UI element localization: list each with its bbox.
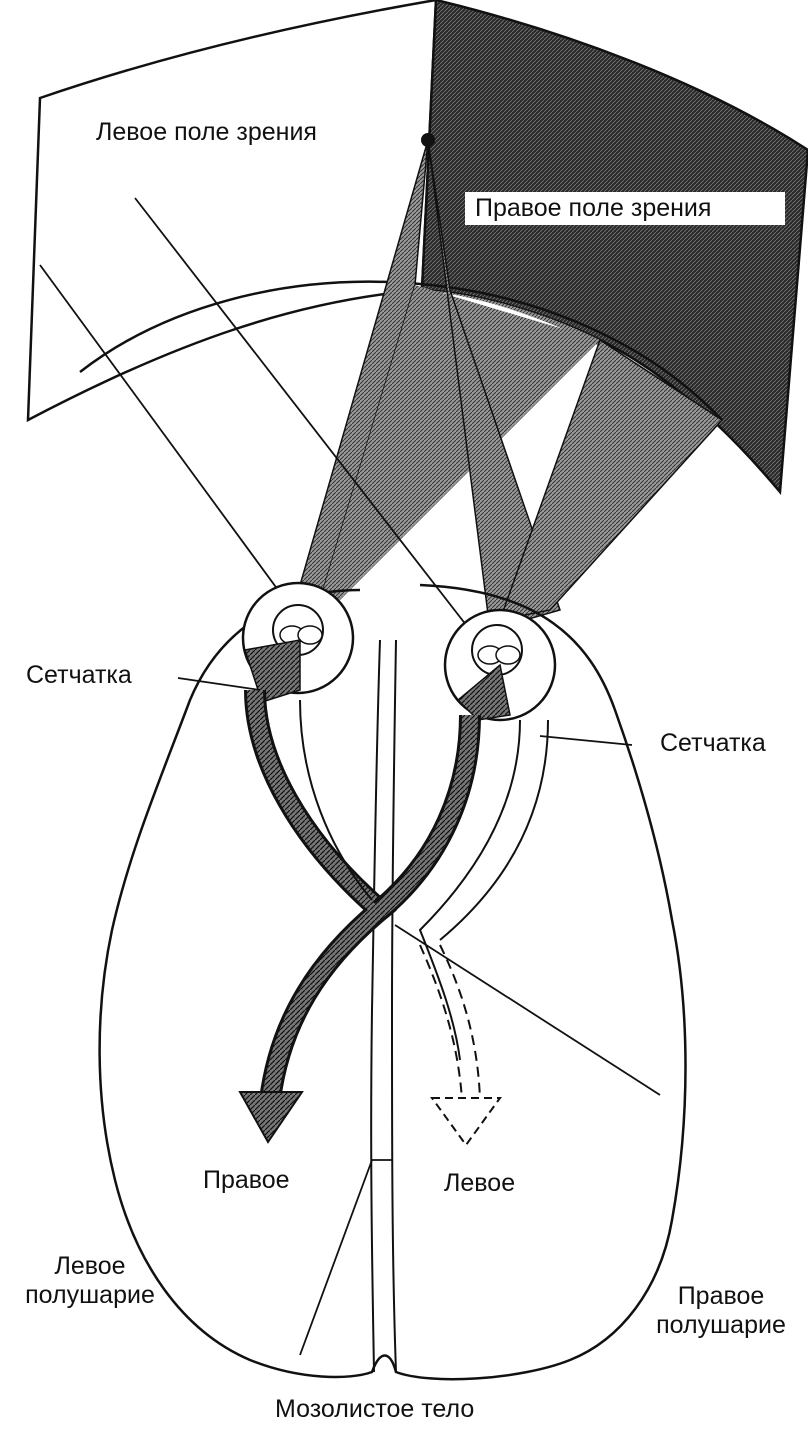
left-pathway-dashed-arrow-2: [440, 945, 480, 1100]
left-hemisphere-line2: полушарие: [10, 1281, 170, 1310]
left-retina-pointer: [178, 678, 260, 690]
right-pathway-arrowhead: [240, 1092, 302, 1142]
corpus-callosum-label: Мозолистое тело: [275, 1395, 474, 1424]
left-pathway-dashed-arrow: [420, 945, 462, 1100]
right-hemisphere-label: Правое полушарие: [646, 1282, 796, 1340]
left-visual-field-label: Левое поле зрения: [96, 118, 317, 147]
left-hemisphere-line1: Левое: [10, 1252, 170, 1281]
midline-fissure: [371, 640, 380, 1372]
right-hemisphere-line2: полушарие: [646, 1311, 796, 1340]
fixation-point: [421, 133, 435, 147]
left-pathway-label: Левое: [444, 1169, 515, 1198]
left-hemisphere-label: Левое полушарие: [10, 1252, 170, 1310]
right-hemisphere-pointer: [395, 925, 660, 1095]
left-pathway-arrowhead: [432, 1098, 500, 1145]
left-retina-label: Сетчатка: [26, 661, 132, 690]
right-pathway-label: Правое: [203, 1166, 290, 1195]
right-retina-label: Сетчатка: [660, 729, 766, 758]
right-retina-pointer: [540, 736, 632, 745]
right-hemisphere-line1: Правое: [646, 1282, 796, 1311]
right-eye: [445, 610, 555, 720]
right-visual-field-label: Правое поле зрения: [465, 192, 785, 225]
midline-fissure-right: [392, 640, 396, 1372]
corpus-callosum-wedge: [300, 1160, 392, 1355]
left-eye: [243, 583, 353, 702]
